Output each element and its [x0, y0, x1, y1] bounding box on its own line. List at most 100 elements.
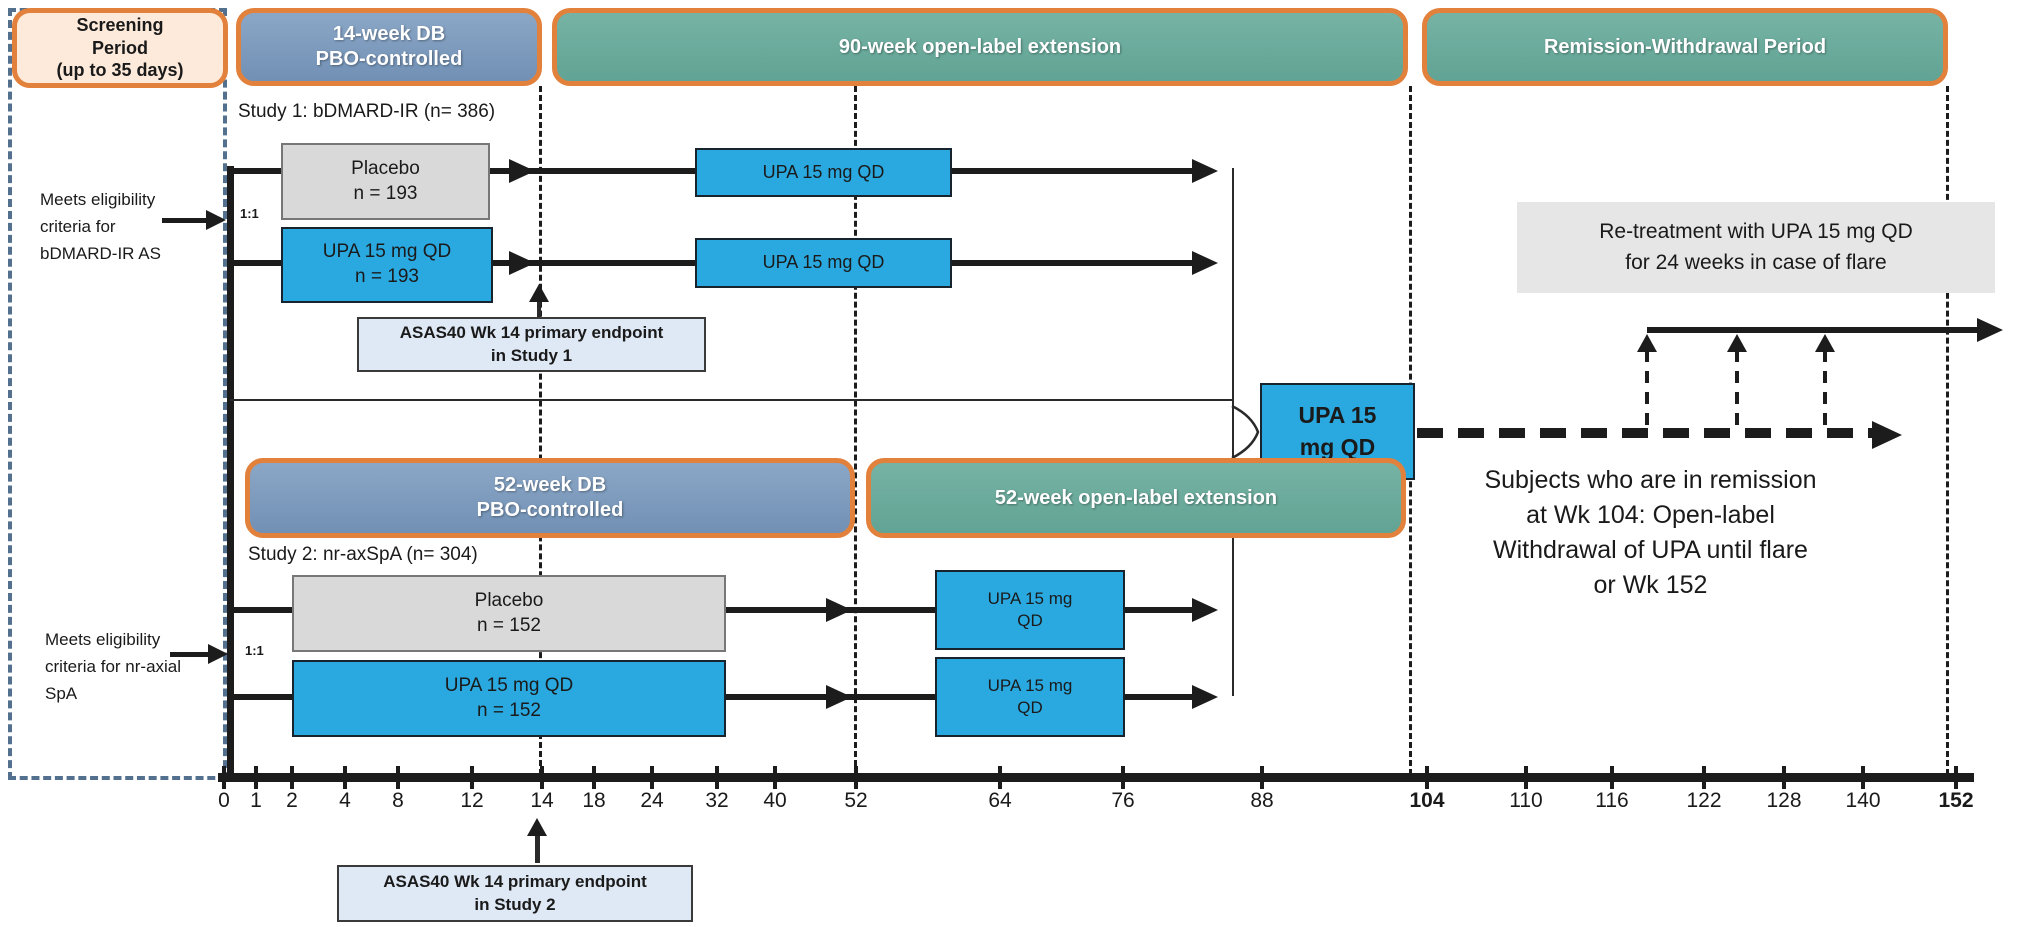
converge-upa-line1: UPA 15 [1298, 402, 1377, 429]
week-tick-label-76: 76 [1111, 789, 1135, 812]
header-screening-line1: Screening [76, 15, 164, 36]
study1-eligibility-line2: criteria for [40, 217, 116, 236]
week-tick-2 [290, 766, 294, 789]
converge-upa-line2: mg QD [1299, 433, 1376, 460]
study2-upa-mid-arrowhead [826, 685, 852, 709]
week-tick-label-18: 18 [582, 789, 606, 812]
study1-endpoint-box: ASAS40 Wk 14 primary endpoint in Study 1 [357, 317, 706, 372]
study2-placebo-end-arrowhead [1192, 598, 1218, 622]
header-14week-db: 14-week DB PBO-controlled [236, 8, 542, 86]
study2-eligibility-arrow-shaft [170, 652, 212, 657]
week152-dashed-line [1946, 86, 1949, 775]
study1-placebo-line1: Placebo [351, 157, 420, 179]
study2-eligibility-line3: SpA [45, 684, 78, 703]
week-tick-40 [773, 766, 777, 789]
study2-ole-box2-line1: UPA 15 mg [987, 675, 1073, 695]
week-tick-label-64: 64 [988, 789, 1012, 812]
week-tick-14 [540, 766, 544, 789]
week-tick-88 [1260, 766, 1264, 789]
study2-upa-end-arrowhead [1192, 685, 1218, 709]
study1-upa-mid-arrowhead [509, 251, 535, 275]
week-tick-116 [1610, 766, 1614, 789]
study2-placebo-mid-arrowhead [826, 598, 852, 622]
week-tick-76 [1121, 766, 1125, 789]
week-tick-label-4: 4 [339, 789, 351, 812]
continuation-thin-line [230, 399, 1233, 401]
study2-endpoint-box: ASAS40 Wk 14 primary endpoint in Study 2 [337, 865, 693, 922]
retreatment-box: Re-treatment with UPA 15 mg QD for 24 we… [1517, 202, 1995, 293]
week-tick-4 [343, 766, 347, 789]
week-tick-32 [715, 766, 719, 789]
study1-eligibility-line3: bDMARD-IR AS [40, 244, 161, 263]
week-tick-label-110: 110 [1509, 789, 1543, 812]
study1-endpoint-line1: ASAS40 Wk 14 primary endpoint [399, 322, 664, 342]
flare-arrowhead-2 [1727, 334, 1747, 352]
study2-upa-box: UPA 15 mg QD n = 152 [292, 660, 726, 737]
study1-endpoint-line2: in Study 1 [490, 345, 573, 365]
header-14week-line2: PBO-controlled [315, 48, 463, 70]
study1-upa-line2: n = 193 [355, 266, 419, 287]
week-tick-label-152: 152 [1938, 789, 1974, 812]
study2-ole-box2: UPA 15 mg QD [935, 657, 1125, 737]
withdrawal-note-line1: Subjects who are in remission [1484, 466, 1817, 494]
withdrawal-dashed-arrowhead [1872, 421, 1902, 449]
flare-arrow-shaft-1 [1645, 350, 1649, 430]
study1-endpoint-arrow-shaft [537, 294, 541, 318]
study2-ole-box2-line2: QD [1017, 698, 1043, 717]
week-tick-label-128: 128 [1766, 789, 1802, 812]
study2-ole-box1-line1: UPA 15 mg [987, 588, 1073, 608]
study2-endpoint-arrowhead [527, 818, 547, 836]
week-axis-bar [218, 773, 1974, 782]
week-tick-label-14: 14 [530, 789, 554, 812]
study2-eligibility-arrowhead [208, 644, 228, 664]
study2-ole-box1-line2: QD [1017, 611, 1043, 630]
week-tick-52 [854, 766, 858, 789]
withdrawal-dashed-arrow-shaft [1417, 428, 1875, 438]
study1-upa-end-arrowhead [1192, 251, 1218, 275]
header-52week-ole-label: 52-week open-label extension [994, 486, 1278, 509]
study2-endpoint-line1: ASAS40 Wk 14 primary endpoint [383, 871, 647, 891]
week-tick-label-88: 88 [1250, 789, 1274, 812]
week-tick-0 [222, 766, 226, 789]
header-remission-withdrawal: Remission-Withdrawal Period [1422, 8, 1948, 86]
flare-arrow-shaft-3 [1823, 350, 1827, 430]
week-tick-label-8: 8 [392, 789, 404, 812]
week-tick-label-40: 40 [763, 789, 787, 812]
week52-dashed-line [854, 86, 857, 775]
study2-upa-line1: UPA 15 mg QD [444, 674, 574, 696]
study2-ole-box1: UPA 15 mg QD [935, 570, 1125, 650]
converge-connector-line [1232, 168, 1234, 696]
flare-arrowhead-1 [1637, 334, 1657, 352]
week-tick-label-104: 104 [1409, 789, 1445, 812]
header-90week-ole: 90-week open-label extension [552, 8, 1408, 86]
study1-ole-box2: UPA 15 mg QD [695, 238, 952, 288]
week-tick-label-122: 122 [1686, 789, 1722, 812]
week-tick-104 [1425, 766, 1429, 789]
header-90week-label: 90-week open-label extension [838, 35, 1122, 58]
converge-brace [1231, 404, 1260, 460]
study1-placebo-line2: n = 193 [353, 182, 418, 204]
study1-randomization-ratio: 1:1 [240, 206, 259, 221]
header-screening-line3: (up to 35 days) [56, 60, 184, 81]
flare-arrowhead-3 [1815, 334, 1835, 352]
week-tick-label-2: 2 [286, 789, 298, 812]
header-52week-ole: 52-week open-label extension [866, 458, 1406, 538]
study1-placebo-box: Placebo n = 193 [281, 143, 490, 220]
study2-eligibility-line1: Meets eligibility [45, 630, 161, 649]
study2-endpoint-line2: in Study 2 [474, 894, 556, 914]
retreatment-arrow-shaft [1647, 327, 1979, 333]
study2-eligibility-line2: criteria for nr-axial [45, 657, 182, 676]
week-tick-12 [470, 766, 474, 789]
retreatment-line1: Re-treatment with UPA 15 mg QD [1599, 220, 1913, 244]
study1-endpoint-arrowhead [529, 284, 549, 302]
week-tick-122 [1702, 766, 1706, 789]
header-52week-db-line2: PBO-controlled [476, 499, 624, 521]
study1-upa-box: UPA 15 mg QD n = 193 [281, 227, 493, 303]
week-tick-140 [1861, 766, 1865, 789]
study1-eligibility-arrow-shaft [162, 218, 210, 223]
header-14week-line1: 14-week DB [332, 23, 446, 45]
study1-ole-box1-label: UPA 15 mg QD [762, 161, 885, 182]
withdrawal-note: Subjects who are in remission at Wk 104:… [1438, 463, 1863, 603]
study1-title: Study 1: bDMARD-IR (n= 386) [238, 101, 496, 122]
